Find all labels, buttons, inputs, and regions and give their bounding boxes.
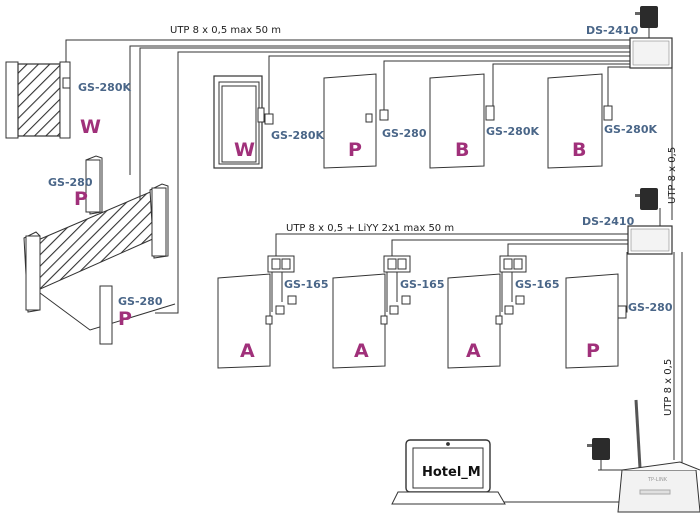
- reader-gs165-door-6-icon: [383, 255, 411, 315]
- barrier-reader-upper-label: GS-280: [48, 176, 93, 189]
- door-3-room-label: B: [455, 139, 470, 161]
- door-3-icon: [429, 73, 495, 169]
- door-4-icon: [547, 73, 613, 169]
- barrier-icon: [23, 155, 176, 345]
- cable-label-right-upper: UTP 8 x 0,5: [667, 146, 678, 204]
- controller-upper-label: DS-2410: [586, 24, 639, 37]
- laptop-icon: [391, 439, 506, 505]
- cable-lines: [65, 39, 683, 503]
- barrier-room-upper-label: P: [74, 188, 88, 210]
- controller-lower: [627, 225, 673, 255]
- door-3-reader-label: GS-280K: [486, 125, 540, 138]
- door-1-reader-label: GS-280K: [271, 129, 325, 142]
- power-adapter-upper-icon: [635, 6, 658, 38]
- gate-reader-label: GS-280K: [78, 81, 132, 94]
- router-brand-label: TP-LINK: [648, 477, 668, 483]
- barrier-reader-lower-label: GS-280: [118, 295, 163, 308]
- door-8-room-label: P: [586, 340, 600, 362]
- power-adapter-router-icon: [587, 438, 610, 470]
- router-icon: [617, 399, 700, 513]
- door-6-icon: [332, 273, 388, 369]
- power-adapter-lower-icon: [635, 188, 658, 210]
- door-8-icon: [565, 273, 627, 369]
- door-2-reader-label: GS-280: [382, 127, 427, 140]
- door-5-icon: [217, 273, 273, 369]
- controller-lower-label: DS-2410: [582, 215, 635, 228]
- laptop-screen-label: Hotel_M: [422, 465, 481, 480]
- door-8-reader-label: GS-280: [628, 301, 673, 314]
- door-4-room-label: B: [572, 139, 587, 161]
- gate-room-label: W: [80, 116, 101, 138]
- door-5-room-label: A: [240, 340, 255, 362]
- cable-label-top: UTP 8 x 0,5 max 50 m: [170, 25, 281, 36]
- door-7-room-label: A: [466, 340, 481, 362]
- door-2-room-label: P: [348, 139, 362, 161]
- door-1-icon: [213, 75, 265, 169]
- door-6-reader-label: GS-165: [400, 278, 445, 291]
- reader-gs165-door-7-icon: [499, 255, 527, 315]
- door-7-reader-label: GS-165: [515, 278, 560, 291]
- reader-gs165-door-5-icon: [267, 255, 297, 315]
- door-7-icon: [447, 273, 503, 369]
- door-1-room-label: W: [234, 139, 255, 161]
- door-2-icon: [323, 73, 389, 169]
- door-6-room-label: A: [354, 340, 369, 362]
- door-4-reader-label: GS-280K: [604, 123, 658, 136]
- reader-door-1-icon: [264, 113, 274, 125]
- controller-upper: [629, 37, 673, 69]
- gate-icon: [5, 61, 71, 139]
- barrier-room-lower-label: P: [118, 308, 132, 330]
- door-5-reader-label: GS-165: [284, 278, 329, 291]
- cable-label-middle: UTP 8 x 0,5 + LiYY 2x1 max 50 m: [286, 223, 455, 234]
- cable-label-right-lower: UTP 8 x 0,5: [663, 358, 674, 416]
